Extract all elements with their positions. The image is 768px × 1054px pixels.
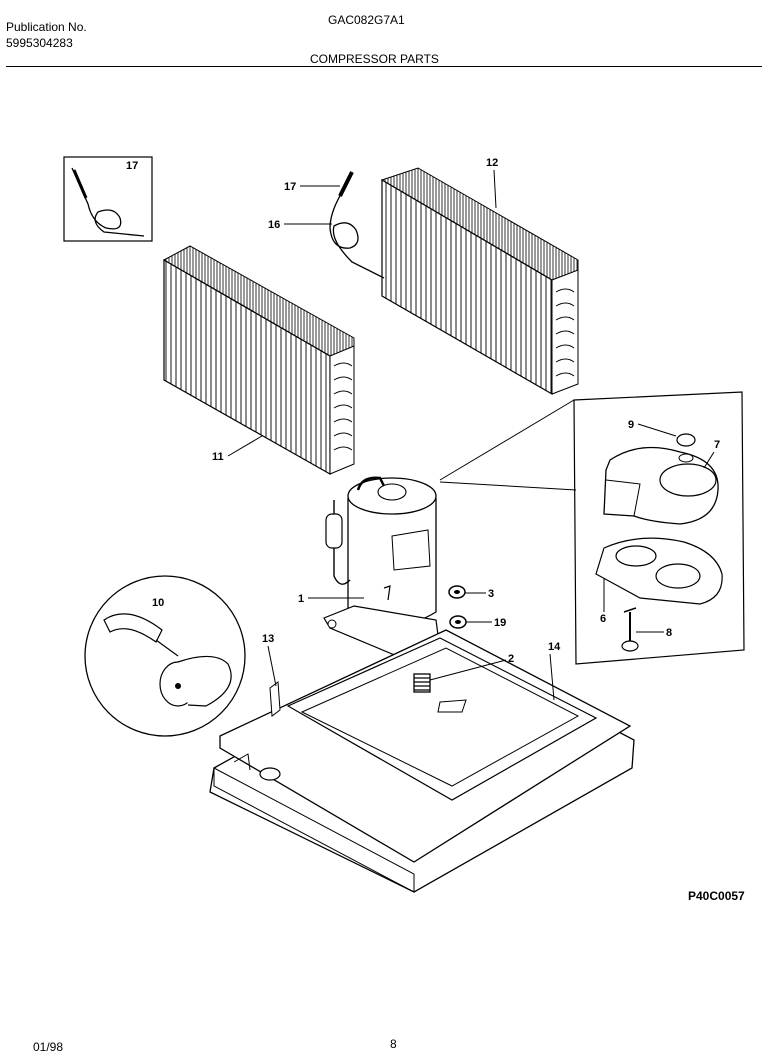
capillary-tube: [329, 171, 385, 279]
callout-11: 11: [212, 451, 224, 463]
callout-2: 2: [508, 653, 514, 665]
callout-13: 13: [262, 633, 274, 645]
spring: [413, 673, 431, 693]
inset-capacitor: [84, 575, 246, 737]
callout-19: 19: [494, 617, 506, 629]
callout-17-inset: 17: [126, 160, 138, 172]
header-rule: [6, 66, 762, 67]
callout-1: 1: [298, 593, 304, 605]
revision-date: 01/98: [33, 1040, 64, 1054]
callout-7: 7: [714, 439, 720, 451]
callout-9: 9: [628, 419, 634, 431]
callouts: 17 17 16 12 11 9 7 6 8 10 1 3 19 13 2 14: [126, 157, 720, 701]
compressor: [323, 476, 441, 665]
callout-10: 10: [152, 597, 164, 609]
evaporator-coil: [162, 245, 355, 476]
drawing-code: P40C0057: [688, 889, 745, 903]
callout-16: 16: [268, 219, 280, 231]
detail-terminal-cover: [439, 391, 745, 665]
page-number: 8: [390, 1037, 397, 1051]
publication-label: Publication No.: [6, 20, 87, 34]
callout-3: 3: [488, 588, 494, 600]
base-pan: [209, 629, 635, 893]
callout-12: 12: [486, 157, 498, 169]
callout-6: 6: [600, 613, 606, 625]
callout-8: 8: [666, 627, 672, 639]
section-title: COMPRESSOR PARTS: [310, 52, 439, 66]
condenser-coil: [380, 167, 579, 396]
inset-capillary-tube: [63, 156, 153, 242]
grommet-nuts: [448, 585, 467, 629]
model-number: GAC082G7A1: [328, 13, 405, 27]
callout-14: 14: [548, 641, 561, 653]
publication-number: 5995304283: [6, 36, 73, 50]
callout-17: 17: [284, 181, 296, 193]
